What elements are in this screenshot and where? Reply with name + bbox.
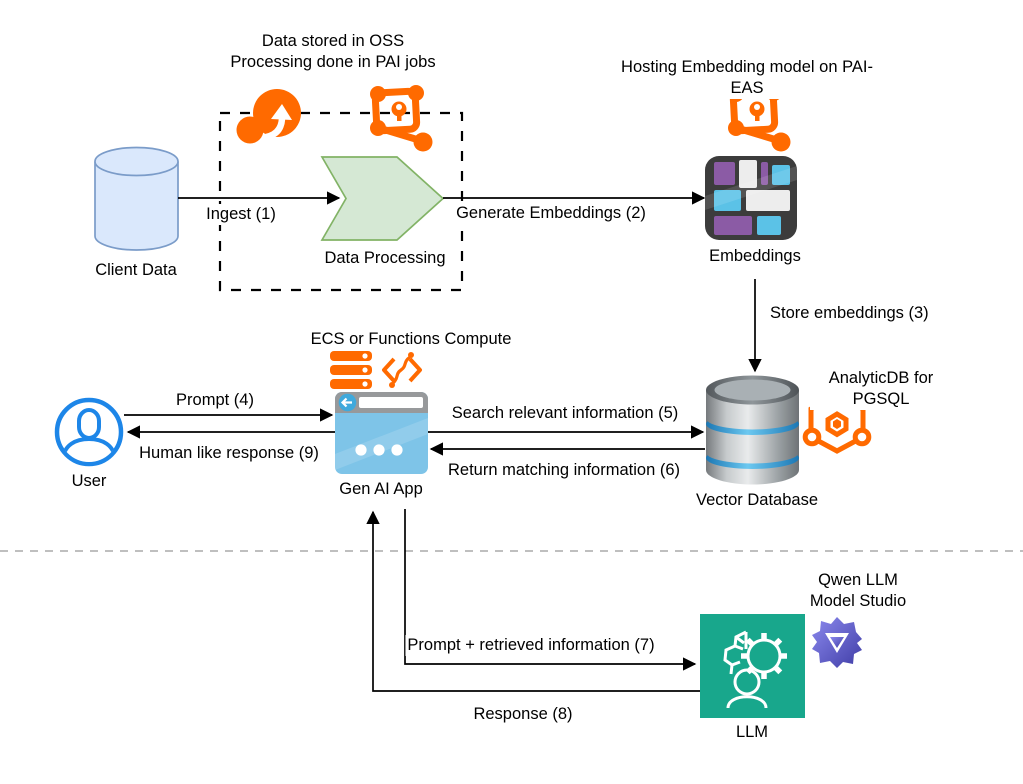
edge-response [366, 510, 700, 692]
label-vector-database: Vector Database [694, 490, 820, 511]
label-llm: LLM [733, 722, 771, 743]
title-pai-eas: Hosting Embedding model on PAI-EAS [609, 57, 885, 99]
edge-label-prompt-retrieved: Prompt + retrieved information (7) [405, 635, 657, 656]
edge-label-store: Store embeddings (3) [768, 303, 931, 324]
vector-database-cylinder [706, 375, 800, 485]
title-ecs-fc: ECS or Functions Compute [308, 329, 514, 350]
edge-label-search: Search relevant information (5) [449, 403, 681, 424]
ecs-server-stack-icon [330, 351, 372, 389]
label-embeddings: Embeddings [707, 246, 803, 267]
title-analyticdb: AnalyticDB for PGSQL [810, 368, 952, 410]
data-processing-chevron [320, 156, 445, 241]
label-data-processing: Data Processing [322, 248, 448, 269]
oss-cloud-icon [236, 89, 301, 144]
edge-label-prompt: Prompt (4) [174, 390, 256, 411]
edge-label-generate: Generate Embeddings (2) [454, 203, 648, 224]
edge-label-return: Return matching information (6) [445, 460, 683, 481]
oss-pai-dashed-boundary [218, 111, 464, 292]
label-user: User [69, 471, 109, 492]
embeddings-mosaic-icon [705, 156, 797, 240]
label-client-data: Client Data [93, 260, 179, 281]
edge-label-response: Response (8) [471, 704, 575, 725]
edge-label-human-response: Human like response (9) [137, 443, 321, 464]
title-qwen: Qwen LLM Model Studio [807, 570, 909, 612]
function-compute-icon [382, 352, 422, 388]
user-person-icon [54, 397, 124, 467]
client-data-cylinder [94, 146, 179, 251]
pai-machine-learning-icon [370, 85, 433, 152]
browser-app-icon [335, 392, 428, 474]
label-gen-ai-app: Gen AI App [337, 479, 425, 500]
llm-gear-person-icon [700, 614, 805, 718]
edge-label-ingest: Ingest (1) [204, 204, 278, 225]
edge-prompt-retrieved [404, 509, 697, 671]
title-oss-pai: Data stored in OSS Processing done in PA… [228, 31, 438, 73]
qwen-logo-icon [812, 617, 862, 668]
